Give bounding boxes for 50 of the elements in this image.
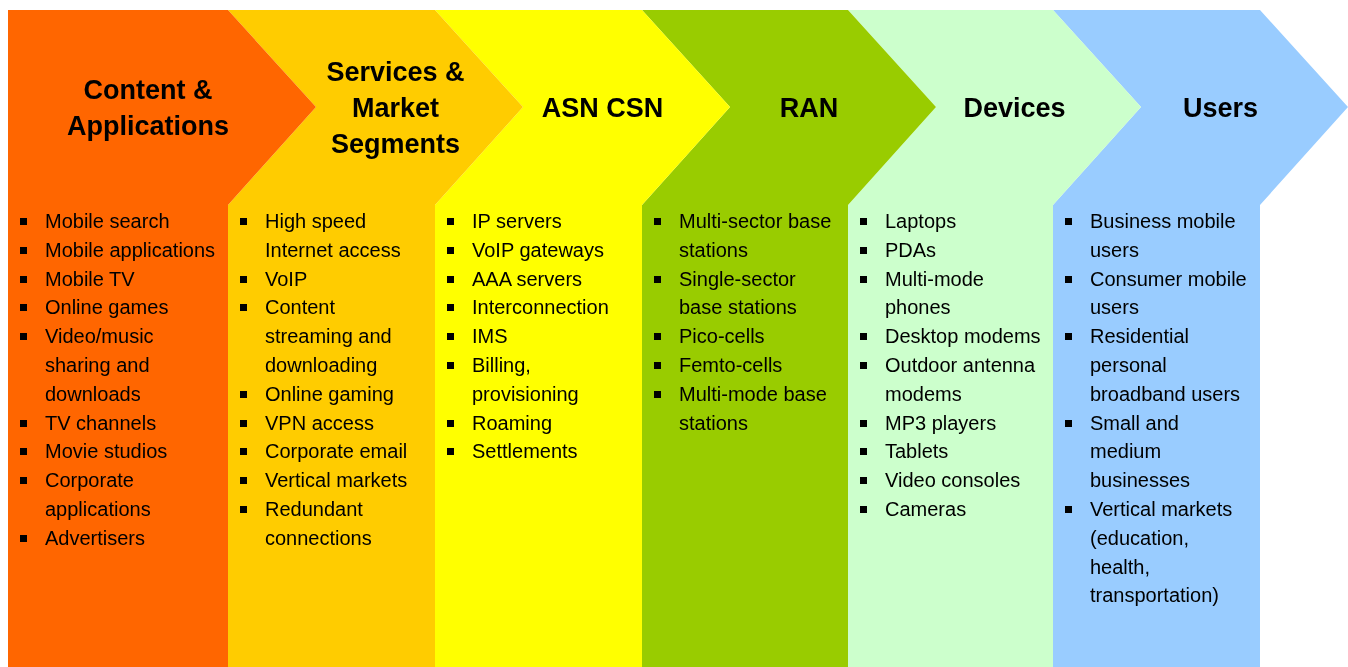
list-item: Online games bbox=[45, 295, 170, 321]
list-item: Roaming bbox=[472, 410, 554, 436]
list-item: TV channels bbox=[45, 410, 158, 436]
list-item: Desktop modems bbox=[885, 324, 1042, 350]
column-heading: Users bbox=[1182, 91, 1259, 125]
list-item: Movie studios bbox=[45, 439, 169, 465]
list-item: PDAs bbox=[885, 237, 938, 263]
list-item: Multi-mode base stations bbox=[679, 381, 828, 436]
list-item: Corporate applications bbox=[45, 468, 152, 522]
list-item: IMS bbox=[472, 324, 509, 350]
list-item: Interconnection bbox=[472, 295, 610, 321]
list-item: Vertical markets bbox=[265, 468, 409, 494]
column-heading: RAN bbox=[779, 91, 839, 125]
list-item: Pico-cells bbox=[679, 324, 766, 350]
list-item: VoIP bbox=[265, 266, 309, 292]
list-item: Outdoor antenna modems bbox=[885, 353, 1037, 407]
list-item: Advertisers bbox=[45, 525, 147, 551]
list-item: MP3 players bbox=[885, 410, 998, 436]
list-item: Online gaming bbox=[265, 381, 395, 407]
list-item: IP servers bbox=[472, 209, 563, 234]
list-item: Mobile search bbox=[45, 209, 171, 234]
list-item: Multi-sector base stations bbox=[679, 209, 833, 263]
list-item: Billing, provisioning bbox=[472, 353, 580, 407]
list-item: Cameras bbox=[885, 496, 968, 522]
list-item: VoIP gateways bbox=[472, 237, 605, 263]
column-heading: ASN CSN bbox=[541, 91, 664, 125]
list-item: Settlements bbox=[472, 439, 579, 465]
list-item: Single-sector base stations bbox=[679, 266, 798, 321]
list-item: Business mobile users bbox=[1090, 209, 1237, 263]
list-item: High speed Internet access bbox=[265, 209, 402, 263]
list-item: Vertical markets (education, health, transportation) bbox=[1090, 496, 1234, 609]
column-heading: Devices bbox=[963, 91, 1066, 125]
list-item: Corporate email bbox=[265, 439, 409, 465]
list-item: Laptops bbox=[885, 209, 958, 234]
list-item: Femto-cells bbox=[679, 353, 784, 378]
list-item: AAA servers bbox=[472, 266, 584, 292]
list-item: Content streaming and downloading bbox=[265, 295, 393, 378]
list-item: Mobile applications bbox=[45, 237, 217, 263]
list-item: Multi-mode phones bbox=[885, 266, 985, 321]
list-item: VPN access bbox=[265, 410, 375, 436]
list-item: Residential personal broadband users bbox=[1090, 324, 1242, 407]
list-item: Consumer mobile users bbox=[1090, 266, 1248, 321]
list-item: Redundant connections bbox=[265, 496, 373, 551]
column-heading: Content & Applications bbox=[66, 73, 230, 143]
list-item: Video consoles bbox=[885, 468, 1022, 494]
list-item: Mobile TV bbox=[45, 266, 136, 292]
list-item: Video/music sharing and downloads bbox=[45, 324, 155, 407]
list-item: Small and medium businesses bbox=[1090, 410, 1192, 494]
list-item: Tablets bbox=[885, 439, 950, 465]
column-heading: Services & Market Segments bbox=[325, 55, 466, 161]
